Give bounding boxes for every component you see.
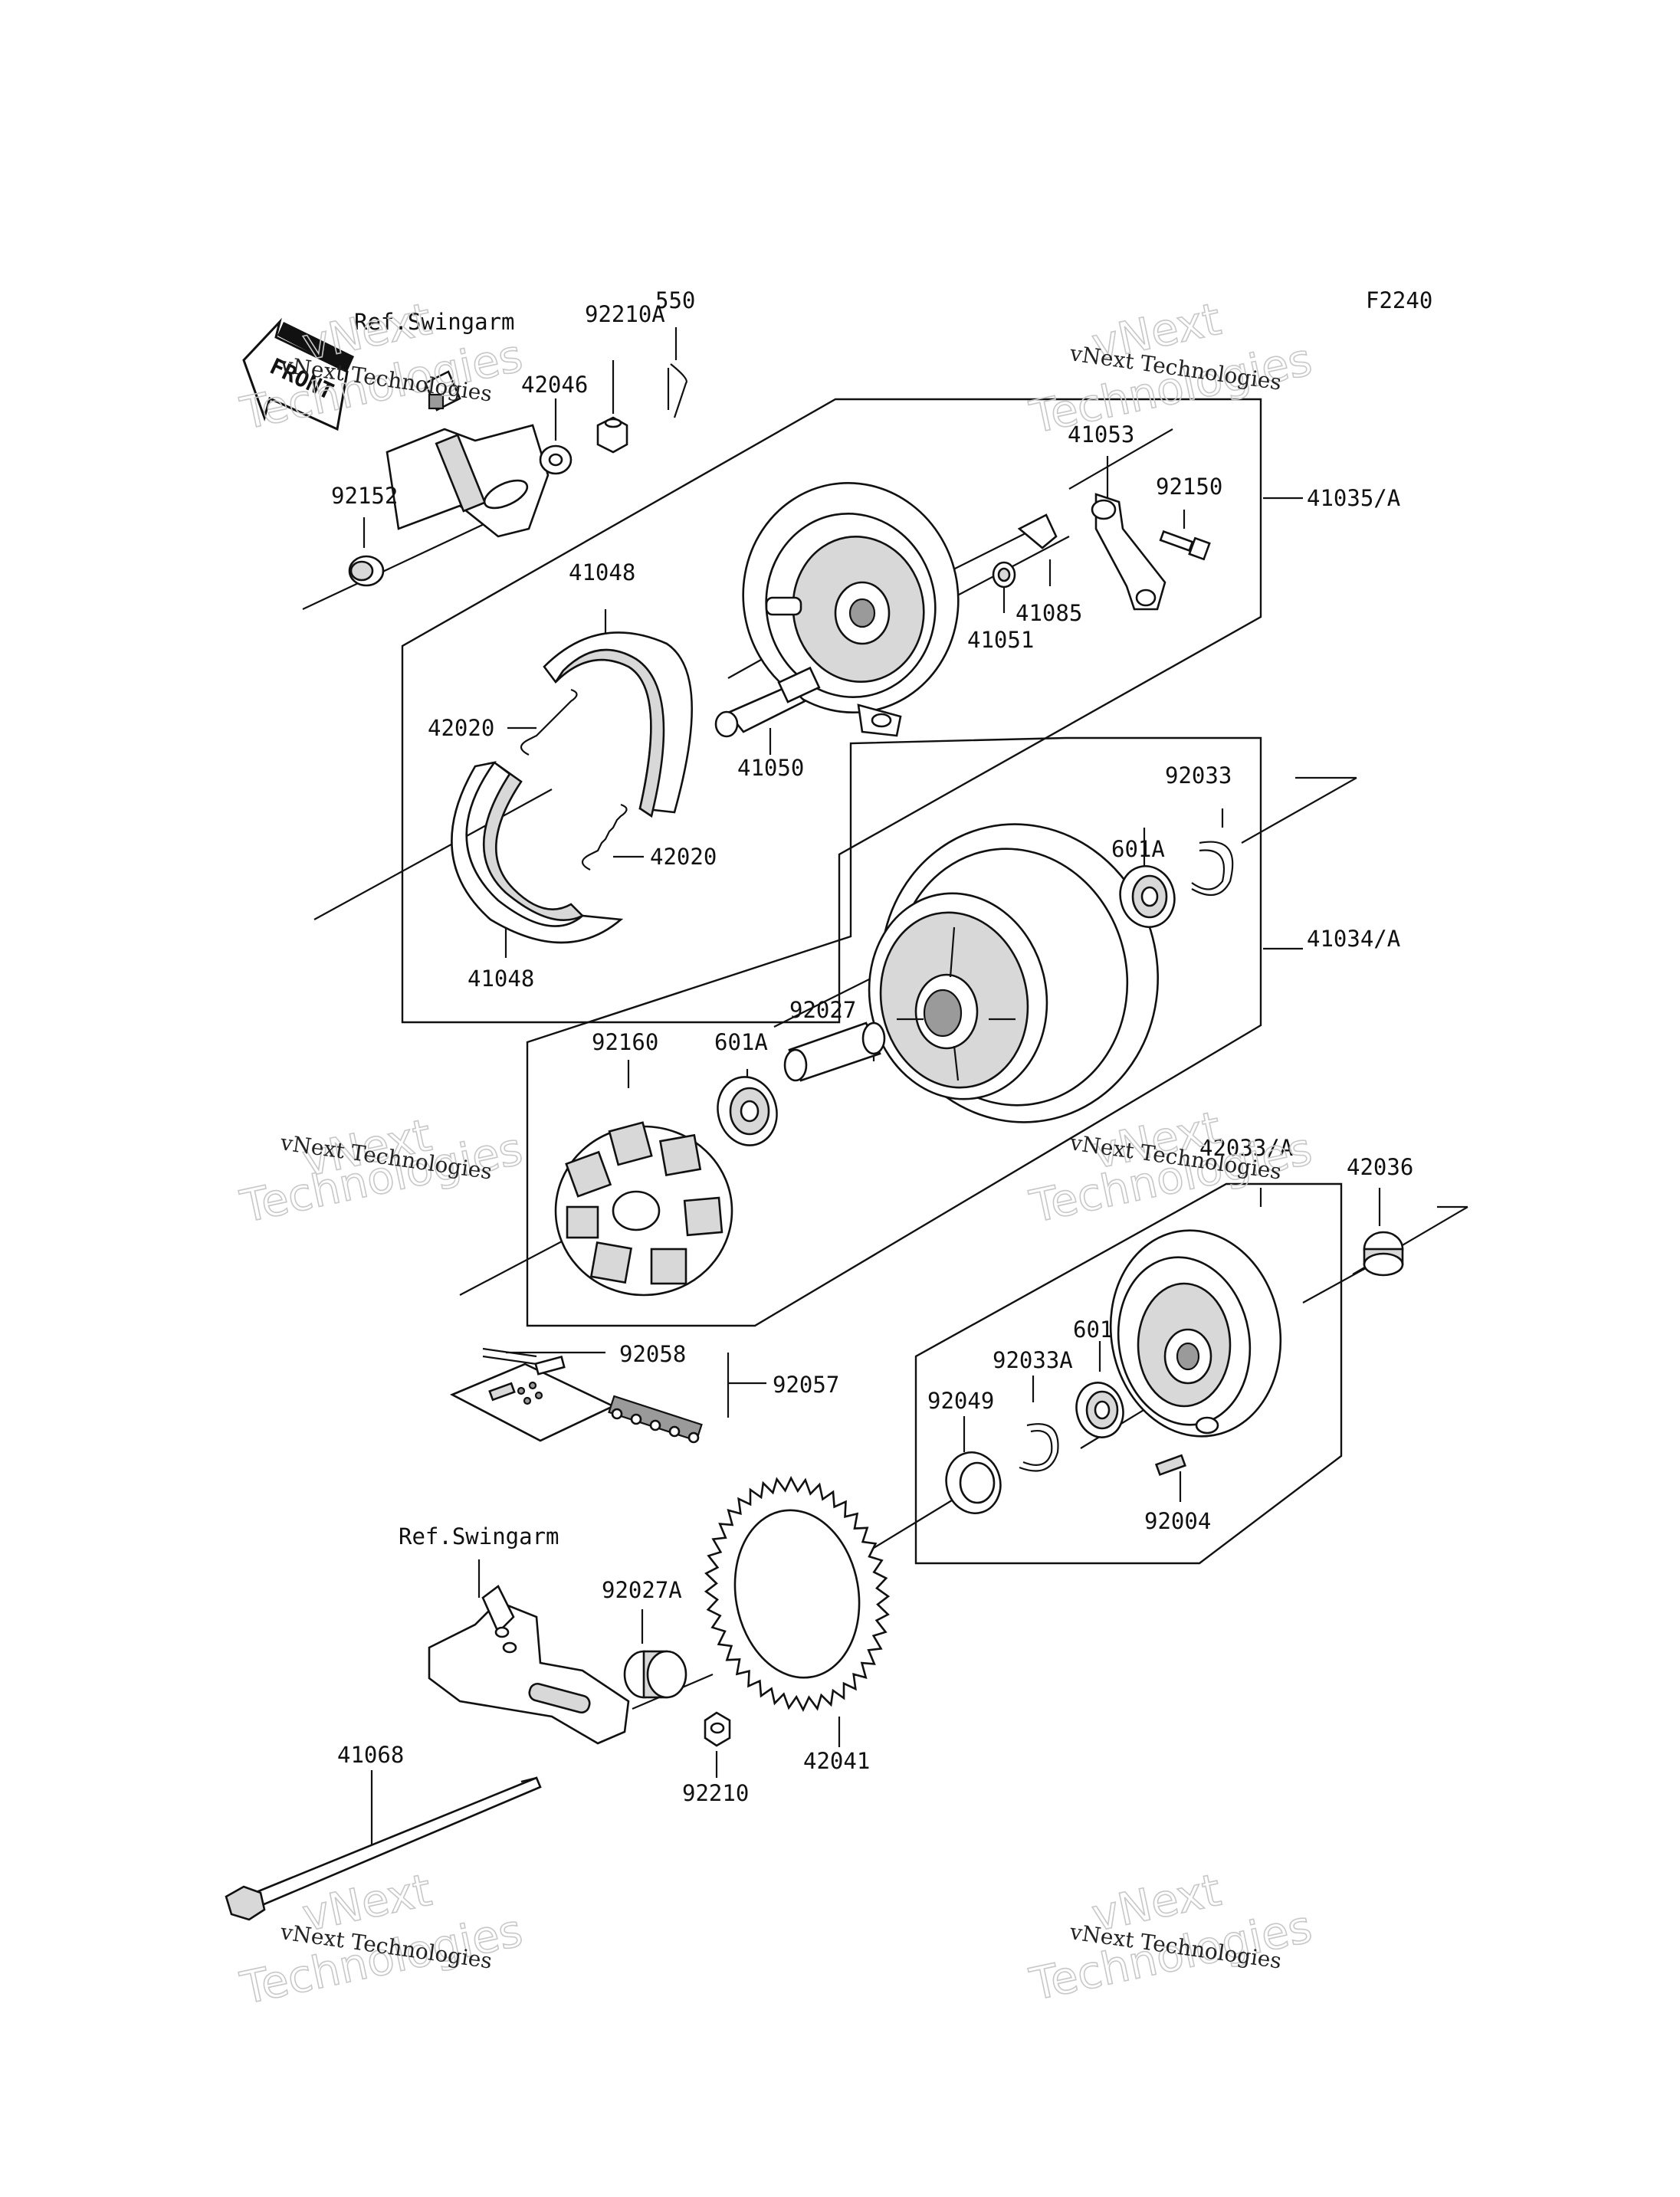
- bearing-601A-right: [1119, 865, 1176, 928]
- brake-panel-part: [742, 481, 960, 737]
- axle-41068: [225, 1776, 542, 1921]
- label-42020-mid: 42020: [650, 844, 717, 870]
- label-41085: 41085: [1016, 600, 1082, 626]
- group-frame-42033: [914, 1182, 1343, 1565]
- washer-92152: [348, 555, 385, 587]
- brake-lever-41053: [1091, 493, 1166, 611]
- label-601A-left: 601A: [714, 1029, 768, 1055]
- collar-42036: [1363, 1231, 1404, 1277]
- label-601: 601: [1073, 1317, 1113, 1343]
- label-41050: 41050: [737, 755, 804, 781]
- spring-42020-bottom: [581, 803, 628, 871]
- label-92033: 92033: [1165, 762, 1232, 789]
- label-92027A: 92027A: [602, 1577, 682, 1603]
- circlip-92033A: [1019, 1423, 1059, 1472]
- label-92160: 92160: [592, 1029, 658, 1055]
- damper-92160: [554, 1121, 733, 1297]
- sprocket-42041: [704, 1475, 891, 1713]
- watermark-bottom-right: vNext Technologies vNext Technologies: [1025, 1863, 1317, 2012]
- front-arrow-icon: FRONT: [242, 317, 354, 431]
- bolt-92150: [1159, 530, 1211, 561]
- label-41048-bottom: 41048: [468, 966, 534, 992]
- label-92058: 92058: [619, 1341, 686, 1367]
- label-41051: 41051: [967, 627, 1034, 653]
- label-550: 550: [655, 287, 695, 313]
- spring-42020-top: [520, 688, 578, 756]
- label-42020-top: 42020: [428, 715, 494, 741]
- label-92057: 92057: [773, 1372, 839, 1398]
- label-ref-swingarm-top: Ref.Swingarm: [354, 309, 515, 335]
- brake-shoe-41048-bottom: [451, 761, 624, 944]
- label-92210A: 92210A: [585, 301, 665, 327]
- label-92033A: 92033A: [993, 1347, 1073, 1373]
- diagram-code: F2240: [1366, 287, 1432, 313]
- watermark-top-right: vNext Technologies vNext Technologies: [1025, 292, 1317, 444]
- label-41035A: 41035/A: [1307, 485, 1400, 511]
- washer-41051: [992, 561, 1016, 589]
- label-92150: 92150: [1156, 474, 1222, 500]
- swingarm-top-part: [386, 370, 550, 538]
- label-41034A: 41034/A: [1307, 926, 1400, 952]
- cotter-pin-550: [667, 363, 687, 418]
- label-92027: 92027: [789, 997, 856, 1023]
- label-41053: 41053: [1068, 421, 1134, 448]
- nut-92210A: [596, 416, 628, 454]
- bearing-601A-left: [717, 1076, 778, 1146]
- indicator-41085: [1017, 513, 1058, 549]
- spacer-92027: [783, 1021, 886, 1082]
- label-42046: 42046: [521, 372, 588, 398]
- seal-92049: [945, 1451, 1002, 1514]
- nut-92210: [704, 1711, 731, 1747]
- label-ref-swingarm-bottom: Ref.Swingarm: [399, 1523, 559, 1549]
- part-labels: F2240 550 92210A Ref.Swingarm 42046 9215…: [331, 287, 1432, 1806]
- label-92004: 92004: [1144, 1508, 1211, 1534]
- chain-92057: [449, 1347, 703, 1444]
- circlip-92033: [1191, 841, 1234, 897]
- label-42036: 42036: [1347, 1154, 1413, 1180]
- swingarm-bottom-part: [428, 1585, 630, 1745]
- bearing-601: [1075, 1382, 1124, 1438]
- brake-shoe-41048-top: [543, 631, 693, 818]
- chain-links: [608, 1395, 703, 1444]
- label-92210: 92210: [682, 1780, 749, 1806]
- label-601A-right: 601A: [1111, 836, 1165, 862]
- watermark-mid-right: vNext Technologies vNext Technologies: [1025, 1100, 1317, 1234]
- spacer-92027A: [623, 1650, 687, 1699]
- label-41048-top: 41048: [569, 559, 635, 585]
- camshaft-41050: [714, 666, 821, 738]
- wheel-hub-part: [868, 823, 1159, 1123]
- label-42041: 42041: [803, 1748, 870, 1774]
- watermark-mid-left: vNext Technologies vNext Technologies: [235, 1108, 527, 1234]
- group-frame-41034: [526, 736, 1262, 1327]
- label-42033A: 42033/A: [1199, 1135, 1293, 1161]
- washer-42046: [539, 444, 573, 475]
- label-41068: 41068: [337, 1742, 404, 1768]
- stud-92004: [1154, 1454, 1186, 1477]
- sprocket-hub-42033: [1109, 1229, 1282, 1438]
- label-92049: 92049: [927, 1388, 994, 1414]
- label-92152: 92152: [331, 483, 398, 509]
